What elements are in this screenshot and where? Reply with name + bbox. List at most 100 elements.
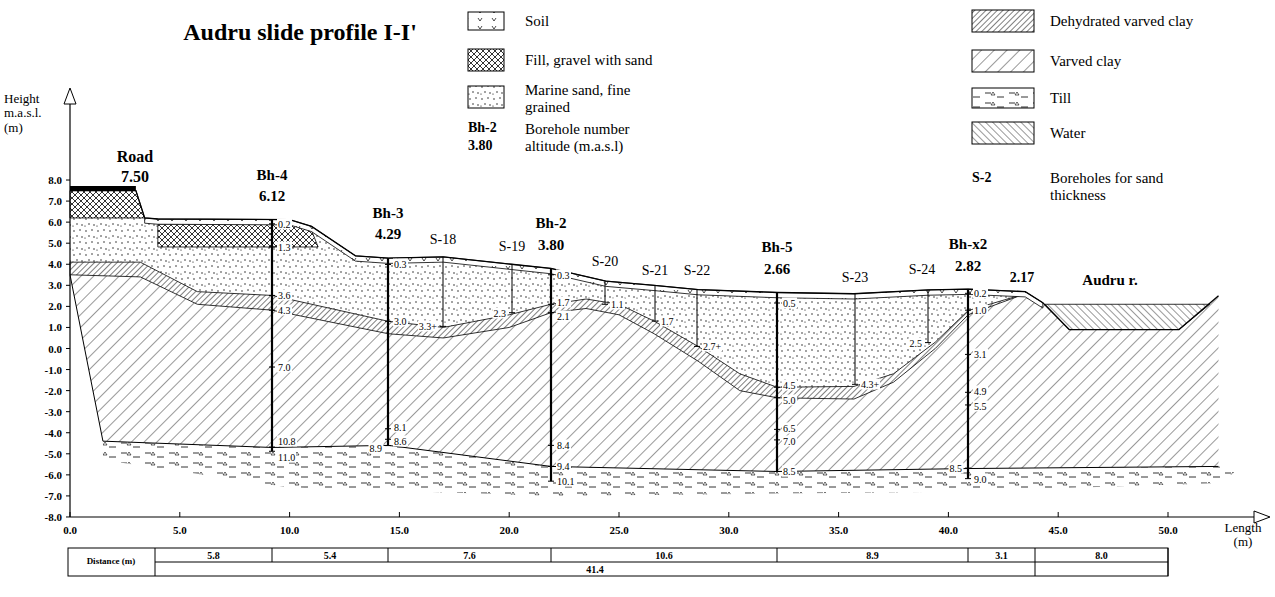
- x-tick-label: 5.0: [173, 524, 187, 536]
- legend-swatch: [972, 50, 1034, 72]
- axis-tick: [66, 495, 70, 496]
- axis-tick: [728, 512, 729, 517]
- legend-swatch: [468, 49, 504, 71]
- axis-tick: [619, 512, 620, 517]
- legend-text: Marine sand, fine grained: [525, 82, 675, 115]
- depth-value: 6.5: [782, 423, 797, 434]
- axis-tick: [70, 512, 71, 517]
- altitude-value: 6.12: [259, 188, 285, 205]
- x-tick-label: 25.0: [609, 524, 628, 536]
- soil-layer: [145, 218, 1043, 308]
- depth-value: 2.1: [556, 310, 571, 321]
- axis-tick: [179, 512, 180, 517]
- y-tick-label: 1.0: [48, 321, 62, 333]
- sounding-name: S-22: [684, 263, 710, 278]
- ground-surface: [70, 191, 1219, 330]
- legend-text: Till: [1050, 90, 1071, 107]
- table-rule: [1168, 548, 1169, 576]
- axis-tick: [66, 222, 70, 223]
- depth-value: 10.8: [277, 436, 297, 447]
- depth-value: 11.0: [277, 452, 296, 463]
- table-rule: [968, 548, 969, 562]
- fill-layer: [158, 224, 318, 247]
- table-cell: 7.6: [463, 550, 476, 561]
- axis-tick: [66, 264, 70, 265]
- axis-tick: [948, 512, 949, 517]
- table-cell: 5.4: [324, 550, 337, 561]
- altitude-value: 7.50: [121, 168, 149, 186]
- depth-value: 5.5: [973, 400, 988, 411]
- borehole-line: [550, 268, 552, 481]
- x-tick-label: 15.0: [390, 524, 409, 536]
- altitude-value: 2.17: [1010, 270, 1035, 285]
- axis-tick: [66, 516, 70, 517]
- y-tick-label: -7.0: [45, 490, 62, 502]
- depth-value: 3.1: [973, 349, 988, 360]
- borehole-name: Bh-4: [257, 167, 288, 184]
- axis-title: Length (m): [1217, 521, 1269, 550]
- legend-swatch: [468, 12, 504, 30]
- y-tick-label: -2.0: [45, 385, 62, 397]
- depth-value: 10.1: [556, 476, 576, 487]
- sounding-name: S-23: [842, 270, 868, 285]
- axis-tick: [66, 306, 70, 307]
- x-tick-label: 0.0: [63, 524, 77, 536]
- y-tick-label: -3.0: [45, 406, 62, 418]
- depth-value: 1.3: [277, 241, 292, 252]
- y-tick-label: 0.0: [48, 342, 62, 354]
- road: [70, 186, 136, 191]
- table-cell: 8.9: [866, 550, 879, 561]
- legend-swatch: [972, 10, 1034, 32]
- table-header: Distance (m): [87, 557, 136, 567]
- sounding-name: S-18: [430, 232, 456, 247]
- y-tick-label: 7.0: [48, 195, 62, 207]
- y-axis: [69, 100, 70, 517]
- borehole-name: Bh-3: [373, 205, 404, 222]
- depth-value: 8.5: [782, 466, 797, 477]
- axis-tick: [66, 453, 70, 454]
- diagram-title: Audru slide profile I-I': [183, 19, 417, 45]
- depth-value: 7.0: [782, 435, 797, 446]
- axis-tick: [66, 474, 70, 475]
- borehole-name: Bh-2: [536, 215, 567, 232]
- legend-text: Varved clay: [1050, 53, 1121, 70]
- sounding-line: [697, 290, 698, 347]
- legend-sample: Bh-2: [468, 120, 497, 135]
- table-cell: 8.0: [1095, 550, 1108, 561]
- y-tick-label: 2.0: [48, 300, 62, 312]
- depth-value: 2.3: [493, 307, 508, 318]
- sounding-name: S-21: [642, 263, 668, 278]
- table-cell: 41.4: [586, 564, 604, 575]
- legend-text: Boreholes for sand thickness: [1050, 170, 1200, 203]
- y-tick-label: -1.0: [45, 364, 62, 376]
- sounding-name: S-20: [592, 254, 618, 269]
- table-rule: [1035, 548, 1036, 576]
- axis-tick: [838, 512, 839, 517]
- fill-layer: [70, 191, 145, 218]
- axis-arrow: [64, 88, 76, 104]
- altitude-value: 2.66: [764, 261, 790, 278]
- borehole-line: [967, 289, 969, 479]
- y-tick-label: -5.0: [45, 448, 62, 460]
- table-cell: 3.1: [995, 550, 1008, 561]
- depth-value: 1.7: [660, 316, 675, 327]
- depth-value: 8.9: [369, 442, 384, 453]
- axis-tick: [66, 390, 70, 391]
- legend-swatch: [468, 86, 504, 108]
- legend-swatch: [972, 88, 1034, 108]
- depth-value: 4.3+: [860, 379, 880, 390]
- axis-tick: [1168, 512, 1169, 517]
- x-tick-label: 45.0: [1049, 524, 1068, 536]
- y-tick-label: 4.0: [48, 258, 62, 270]
- sounding-name: S-24: [909, 262, 935, 277]
- x-tick-label: 10.0: [280, 524, 299, 536]
- axis-tick: [66, 369, 70, 370]
- axis-tick: [66, 348, 70, 349]
- x-tick-label: 35.0: [829, 524, 848, 536]
- y-tick-label: 6.0: [48, 216, 62, 228]
- till-boundary: [103, 441, 1219, 471]
- axis-tick: [66, 180, 70, 181]
- axis-tick: [399, 512, 400, 517]
- y-tick-label: -8.0: [45, 511, 62, 523]
- water-body: [1045, 304, 1210, 329]
